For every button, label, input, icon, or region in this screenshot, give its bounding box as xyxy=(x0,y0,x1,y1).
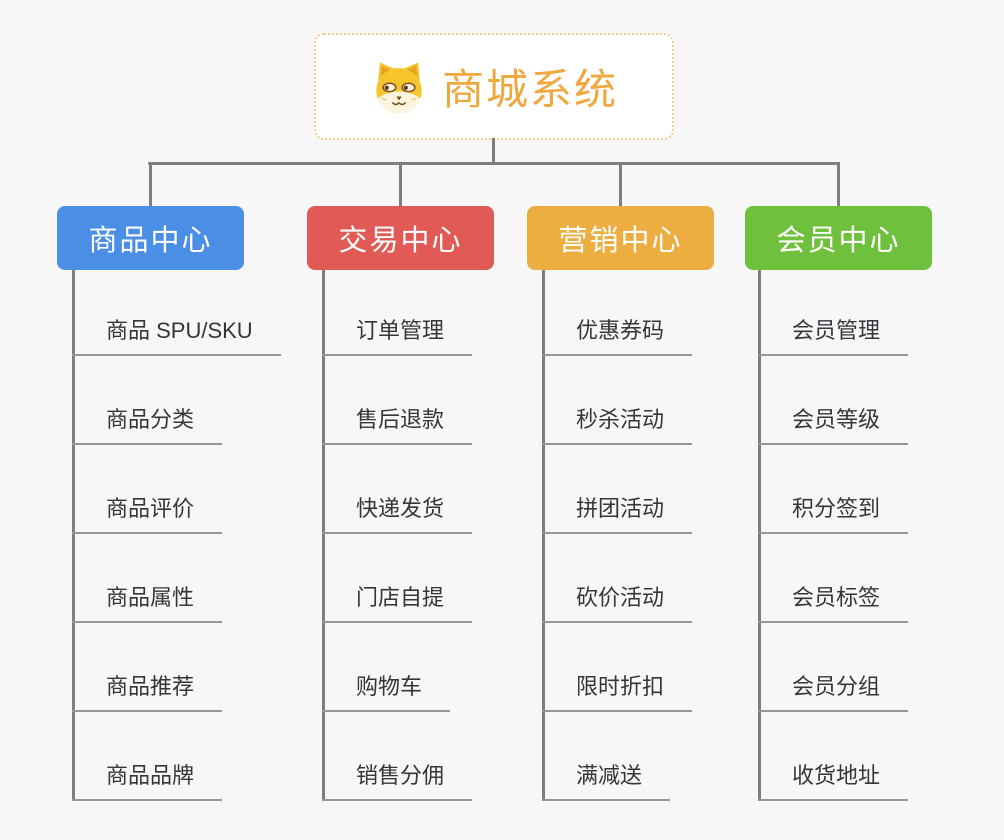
tree-item[interactable]: 会员等级 xyxy=(758,407,909,445)
connector-bus xyxy=(148,162,840,165)
connector-drop xyxy=(399,162,402,208)
tree-item[interactable]: 门店自提 xyxy=(322,585,473,623)
tree-item[interactable]: 商品品牌 xyxy=(72,763,223,801)
root-title: 商城系统 xyxy=(441,66,618,113)
tree-item[interactable]: 商品属性 xyxy=(72,585,223,623)
tree-item[interactable]: 售后退款 xyxy=(322,407,473,445)
tree-item[interactable]: 拼团活动 xyxy=(542,496,693,534)
tree-item[interactable]: 砍价活动 xyxy=(542,585,693,623)
tree-item[interactable]: 商品分类 xyxy=(72,407,223,445)
tree-item[interactable]: 订单管理 xyxy=(322,318,473,356)
tree-item[interactable]: 收货地址 xyxy=(758,763,909,801)
tree-item[interactable]: 购物车 xyxy=(322,674,451,712)
tree-item[interactable]: 商品推荐 xyxy=(72,674,223,712)
tree-item[interactable]: 积分签到 xyxy=(758,496,909,534)
branch-stem-line xyxy=(72,270,75,801)
branch-stem-line xyxy=(322,270,325,801)
branch-head-product[interactable]: 商品中心 xyxy=(57,206,244,270)
branch-head-trade[interactable]: 交易中心 xyxy=(307,206,494,270)
tree-item[interactable]: 限时折扣 xyxy=(542,674,693,712)
connector-drop xyxy=(837,162,840,208)
root-node[interactable]: 商城系统 xyxy=(314,33,674,140)
tree-item[interactable]: 满减送 xyxy=(542,763,671,801)
tree-item[interactable]: 秒杀活动 xyxy=(542,407,693,445)
tree-item[interactable]: 快递发货 xyxy=(322,496,473,534)
tree-item[interactable]: 销售分佣 xyxy=(322,763,473,801)
tree-item[interactable]: 商品评价 xyxy=(72,496,223,534)
tree-item[interactable]: 优惠券码 xyxy=(542,318,693,356)
branch-stem-line xyxy=(758,270,761,801)
connector-drop xyxy=(149,162,152,208)
branch-head-member[interactable]: 会员中心 xyxy=(745,206,932,270)
dog-face-icon xyxy=(376,62,422,113)
connector-drop xyxy=(619,162,622,208)
tree-item[interactable]: 会员管理 xyxy=(758,318,909,356)
connector-root-stub xyxy=(492,138,495,164)
tree-item[interactable]: 商品 SPU/SKU xyxy=(72,318,281,356)
tree-item[interactable]: 会员标签 xyxy=(758,585,909,623)
branch-stem-line xyxy=(542,270,545,801)
branch-head-marketing[interactable]: 营销中心 xyxy=(527,206,714,270)
tree-item[interactable]: 会员分组 xyxy=(758,674,909,712)
